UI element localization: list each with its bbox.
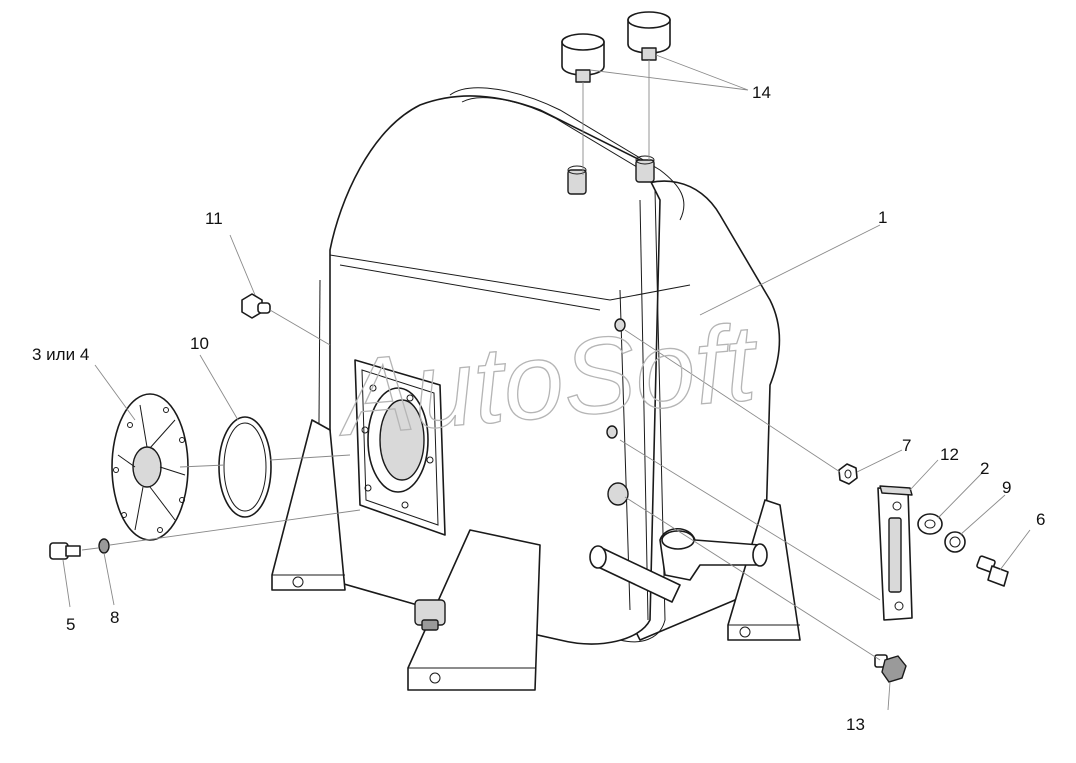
mounting-feet bbox=[271, 419, 801, 691]
callout-14: 14 bbox=[752, 83, 771, 102]
callout-5: 5 bbox=[66, 615, 75, 634]
callout-2: 2 bbox=[980, 459, 989, 478]
cover-plate bbox=[111, 393, 189, 541]
callout-13: 13 bbox=[846, 715, 865, 734]
washer bbox=[917, 513, 943, 535]
front-port-flange bbox=[354, 359, 446, 536]
callout-1: 1 bbox=[878, 208, 887, 227]
callout-12: 12 bbox=[940, 445, 959, 464]
callout-3-or-4: 3 или 4 bbox=[32, 345, 89, 364]
cap-right bbox=[627, 11, 671, 61]
nut bbox=[838, 463, 858, 485]
bolt-left bbox=[49, 542, 81, 560]
leader-lines bbox=[62, 54, 1031, 711]
callout-7: 7 bbox=[902, 436, 911, 455]
callout-11: 11 bbox=[205, 209, 223, 228]
callout-8: 8 bbox=[110, 608, 119, 627]
lock-washer-left bbox=[98, 538, 110, 554]
bolt-right bbox=[976, 555, 1009, 587]
callout-6: 6 bbox=[1036, 510, 1045, 529]
o-ring bbox=[218, 416, 272, 518]
spring-washer bbox=[944, 531, 966, 553]
plug-bottom-right bbox=[874, 654, 907, 683]
callout-10: 10 bbox=[190, 334, 209, 353]
plug-top-left bbox=[241, 293, 271, 319]
level-gauge bbox=[877, 485, 913, 621]
drain-plug-bottom bbox=[414, 599, 446, 631]
callout-9: 9 bbox=[1002, 478, 1011, 497]
cap-left bbox=[561, 33, 605, 83]
